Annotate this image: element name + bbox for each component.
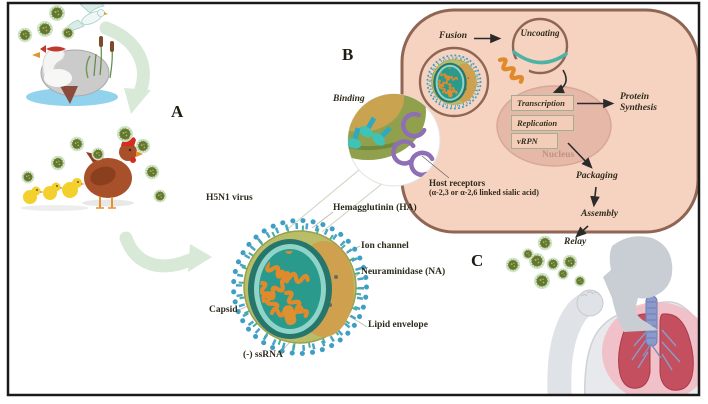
capsid-label: Capsid: [209, 305, 238, 315]
virus-particle-icon: [505, 257, 521, 273]
human-silhouette-icon: [547, 236, 698, 394]
packaging-to-assembly-arrow: [590, 186, 600, 208]
transmission-arrow-poultry-to-virus: [119, 231, 212, 273]
binding-label: Binding: [333, 94, 365, 104]
relay-label: Relay: [564, 237, 587, 247]
ha-spike-icon: [372, 126, 392, 146]
virus-particle-icon: [61, 26, 75, 40]
h5n1-virion-illustration: [234, 221, 367, 354]
protein-synthesis-label: Protein Synthesis: [620, 92, 657, 113]
virus-particle-icon: [562, 254, 578, 270]
assembly-to-relay-arrow: [575, 225, 589, 238]
sialic-acid-receptor-icon: [409, 150, 435, 178]
pond-scene: [26, 4, 118, 106]
ssrna-label: (-) ssRNA: [243, 350, 283, 360]
virus-particle-icon: [91, 147, 105, 161]
nucleus-to-packaging-arrow: [567, 142, 593, 169]
panel-b-label: B: [342, 45, 354, 64]
virus-particle-icon: [49, 5, 65, 21]
figure-border: [6, 1, 701, 397]
process-arrows: [474, 33, 615, 238]
virus-particle-icon: [50, 155, 66, 171]
fusion-label: Fusion: [439, 31, 467, 41]
assembly-label: Assembly: [581, 209, 618, 219]
duck-keel: [60, 86, 78, 104]
vrpn-box: vRPN: [511, 133, 558, 149]
lungs-icon: [618, 313, 694, 391]
virus-particle-icon: [546, 257, 560, 271]
virus-particle-icon: [37, 21, 53, 37]
virus-particle-icon: [522, 248, 534, 260]
virus-particle-icon: [17, 27, 33, 43]
packaging-label: Packaging: [576, 171, 618, 181]
nucleus-label: Nucleus: [542, 150, 575, 160]
transcription-label: Transcription: [517, 98, 565, 108]
replication-box: Replication: [511, 115, 574, 131]
zoom-cone-lines: [288, 169, 384, 233]
ion-channel-label: Ion channel: [361, 241, 409, 251]
panel-c-label: C: [471, 251, 484, 270]
virus-particle-icon: [574, 275, 586, 287]
protein-synthesis-line2: Synthesis: [620, 102, 657, 113]
fist: [576, 289, 604, 317]
virus-particle-icon: [557, 268, 569, 280]
virus-particles-wild-birds: [17, 5, 75, 43]
virus-particle-icon: [534, 273, 550, 289]
protein-synthesis-line1: Protein: [620, 92, 650, 102]
neuraminidase-label: Neuraminidase (NA): [361, 267, 446, 277]
chicken-icon: [82, 137, 143, 209]
host-receptor-leader-line: [421, 155, 450, 179]
ha-spike-icon: [348, 127, 362, 149]
virus-particle-icon: [153, 189, 167, 203]
ha-spike-icon: [359, 116, 377, 138]
sialic-acid-receptor-icon: [401, 111, 427, 139]
fish-icon: [40, 45, 66, 53]
sialic-acid-receptor-icon: [391, 139, 416, 166]
replication-label: Replication: [517, 118, 558, 128]
uncoating-label: Uncoating: [520, 28, 560, 38]
panel-a-label: A: [171, 102, 184, 121]
uncoating-to-nucleus-arrow: [552, 69, 567, 94]
lipid-envelope-label: Lipid envelope: [368, 320, 428, 330]
hemagglutinin-label: Hemagglutinin (HA): [333, 203, 417, 213]
host-receptors-label: Host receptors: [429, 178, 486, 188]
virus-particle-icon: [21, 170, 35, 184]
transcription-box: Transcription: [511, 95, 574, 111]
duck-icon: [32, 46, 72, 87]
virus-particle-icon: [69, 136, 85, 152]
virus-particle-icon: [537, 235, 553, 251]
virus-particle-icon: [135, 138, 151, 154]
host-receptors-sublabel: (α-2,3 or α-2,6 linked sialic acid): [429, 188, 539, 197]
vrpn-label: vRPN: [517, 136, 538, 146]
chicks-icon: [21, 178, 89, 211]
transmission-arrow-bird-to-poultry: [99, 21, 151, 114]
ha-spike-icon: [348, 149, 350, 159]
uncoating-vesicle-icon: [498, 17, 569, 85]
virus-particle-icon: [117, 126, 133, 142]
head: [603, 236, 673, 332]
virus-name-label: H5N1 virus: [206, 193, 253, 203]
virus-particle-icon: [144, 164, 160, 180]
cattails-icon: [85, 36, 114, 79]
